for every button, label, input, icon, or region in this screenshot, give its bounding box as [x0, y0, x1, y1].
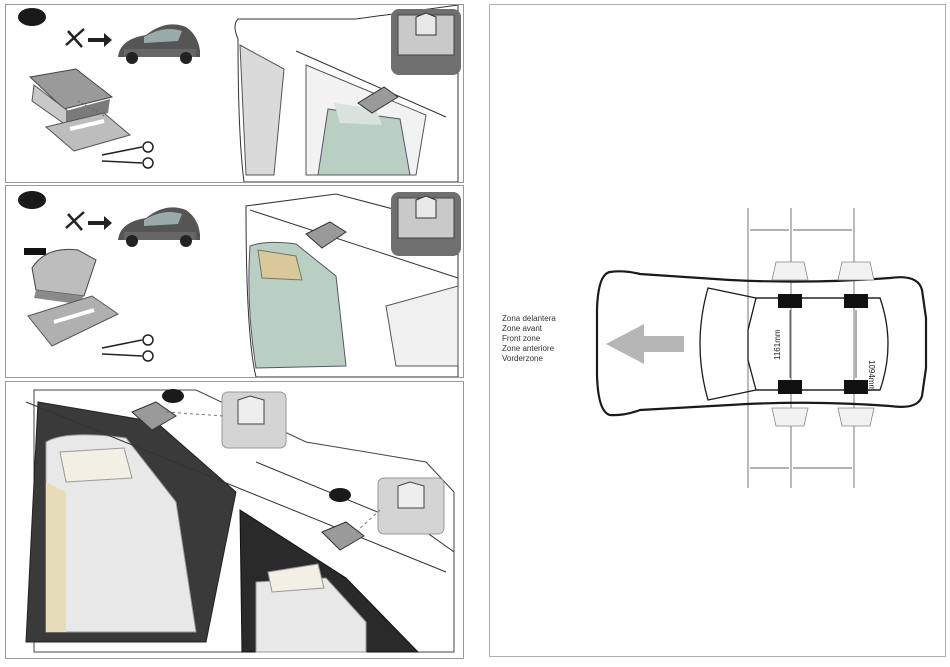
instruction-panel-1 [5, 4, 464, 183]
scissors-icon [102, 335, 153, 361]
step-badge-2 [18, 191, 46, 209]
foot-rear-left [844, 294, 868, 308]
instruction-panel-2 [5, 185, 464, 378]
template-sheet [28, 296, 118, 346]
zone-label: Vorderzone [502, 354, 556, 364]
detail-inset-4 [378, 478, 444, 534]
arrow-icon [88, 216, 112, 230]
minus-marker [24, 248, 46, 255]
tools-icon [66, 212, 84, 230]
instruction-panel-3 [5, 381, 464, 659]
dimension-front: 1161mm [773, 329, 782, 360]
car-image [118, 24, 200, 64]
roof-pad-image [32, 249, 96, 304]
step-badge-3a [162, 389, 184, 403]
detail-inset-1 [391, 9, 461, 75]
foot-front-right [778, 380, 802, 394]
step-badge-3b [329, 488, 351, 502]
zone-label: Zona delantera [502, 314, 556, 324]
scissors-icon [102, 142, 153, 168]
front-direction-arrow [606, 324, 684, 364]
car-image [118, 207, 200, 247]
arrow-icon [88, 33, 112, 47]
zone-label: Zone avant [502, 324, 556, 334]
detail-inset-3 [222, 392, 286, 448]
dimension-rear: 1094mm [867, 360, 876, 391]
detail-inset-2 [391, 192, 461, 256]
step-badge-1 [18, 8, 46, 26]
zone-labels: Zona delantera Zone avant Front zone Zon… [502, 314, 556, 364]
foot-front-left [778, 294, 802, 308]
zone-label: Zone anteriore [502, 344, 556, 354]
top-view-diagram: 1161mm 1094mm [580, 200, 940, 495]
foot-rear-right [844, 380, 868, 394]
tools-icon [66, 29, 84, 47]
zone-label: Front zone [502, 334, 556, 344]
